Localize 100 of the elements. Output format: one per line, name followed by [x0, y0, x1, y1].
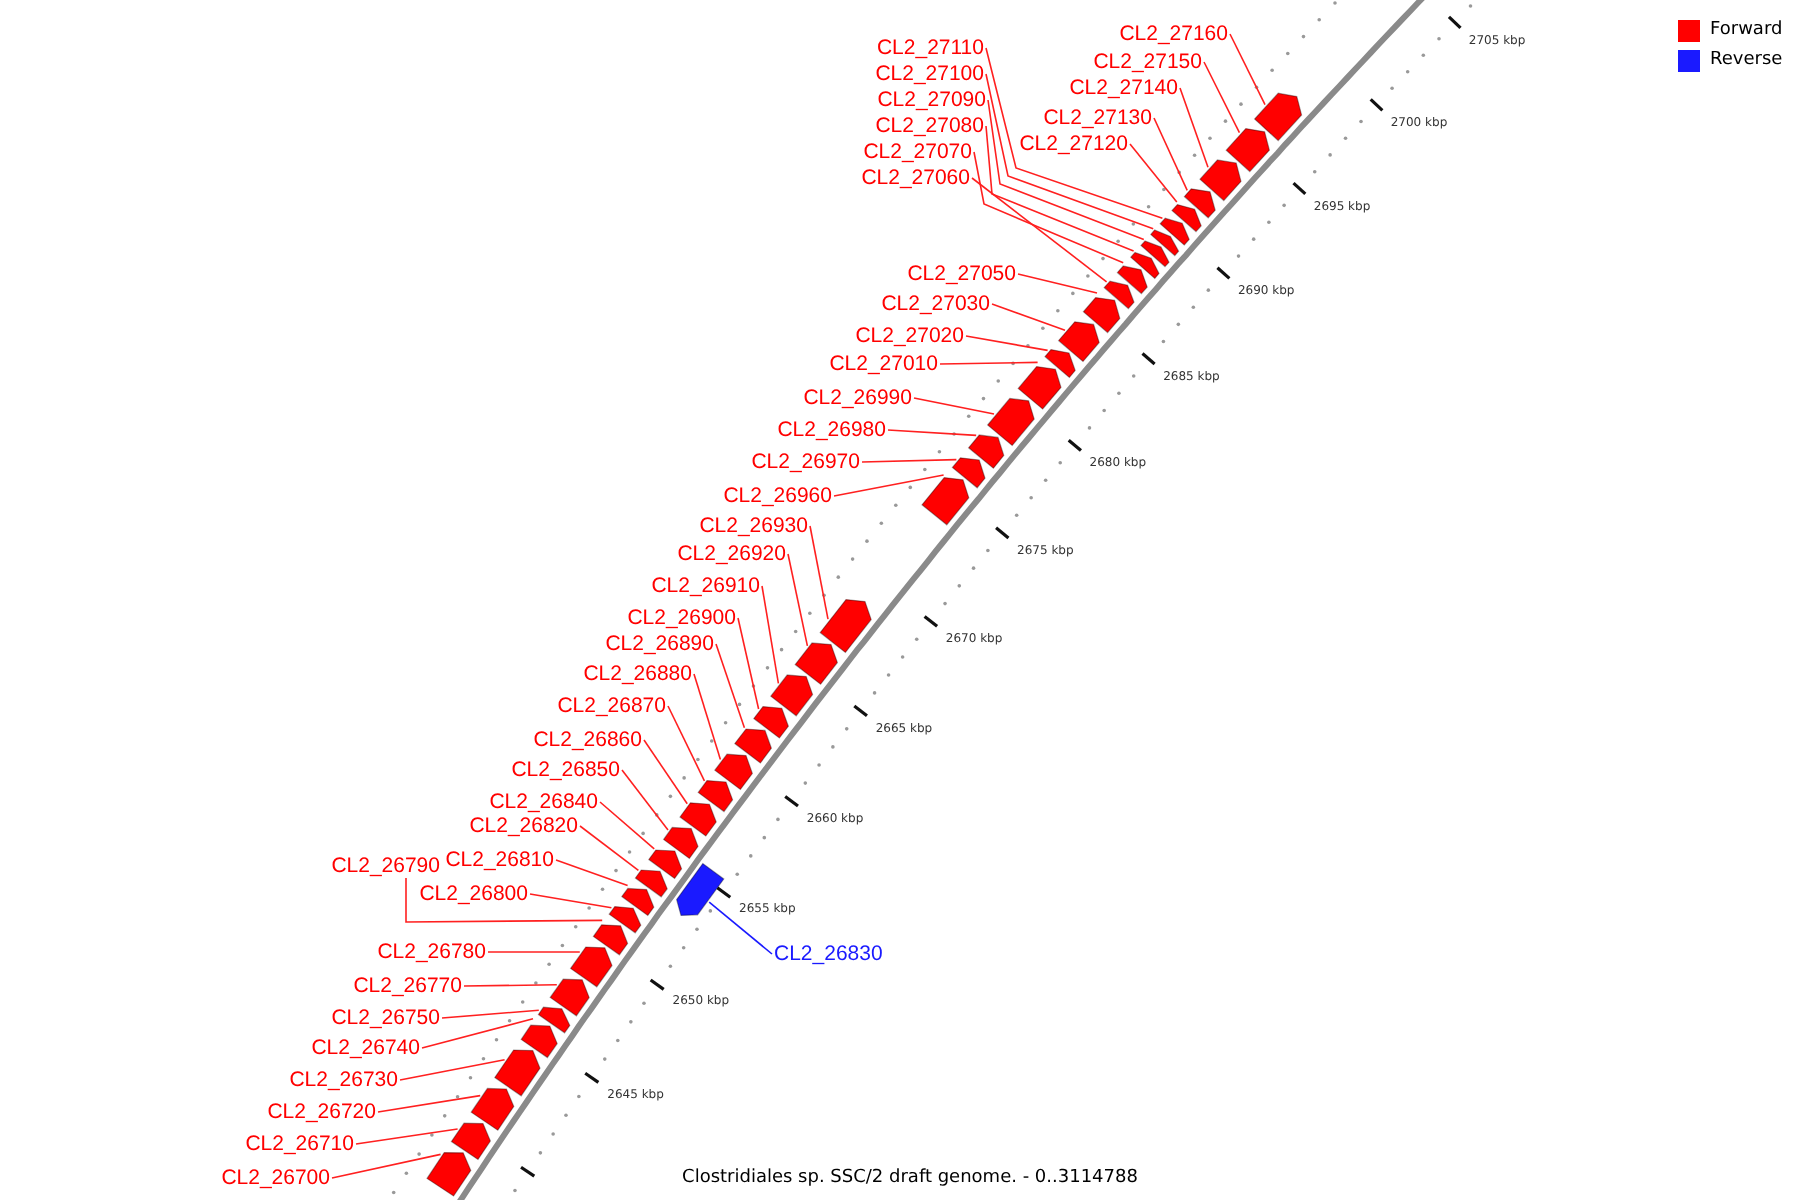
gene-block — [986, 397, 1035, 447]
gene-block — [470, 1087, 515, 1132]
leader-line — [787, 553, 809, 647]
gene-label: CL2_26880 — [583, 662, 692, 686]
gene-block — [537, 1006, 571, 1034]
gene-block — [647, 849, 683, 880]
gene-label: CL2_27090 — [877, 88, 986, 112]
leader-line — [1229, 33, 1266, 106]
gene-block — [1057, 321, 1100, 363]
leader-line — [1203, 61, 1241, 134]
gene-block — [752, 705, 790, 739]
gene-block — [569, 946, 613, 988]
gene-label: CL2_26750 — [331, 1006, 440, 1030]
caption: Clostridiales sp. SSC/2 draft genome. - 0..3114788 — [682, 1168, 1138, 1188]
gene-block — [592, 924, 629, 956]
gene-label: CL2_26780 — [377, 940, 486, 964]
gene-block — [1103, 280, 1135, 310]
gene-label: CL2_26900 — [627, 606, 736, 630]
gene-block — [608, 905, 642, 934]
gene-block — [426, 1152, 472, 1197]
gene-block — [1082, 296, 1121, 334]
gene-block — [549, 978, 590, 1017]
leader-line — [463, 984, 558, 987]
gene-label: CL2_26770 — [353, 974, 462, 998]
gene-block — [769, 674, 814, 717]
leader-line — [939, 361, 1039, 365]
gene-block — [733, 728, 773, 764]
leader-line — [667, 705, 706, 782]
gene-block — [662, 826, 699, 860]
gene-label: CL2_27020 — [855, 324, 964, 348]
legend-label: Forward — [1710, 20, 1783, 42]
gene-label: CL2_26960 — [723, 484, 832, 508]
gene-label: CL2_27160 — [1119, 22, 1228, 46]
leader-line — [405, 877, 603, 923]
gene-block — [967, 434, 1005, 470]
leader-line — [579, 825, 640, 872]
leader-line — [377, 1094, 481, 1113]
gene-block — [1044, 348, 1076, 379]
leader-line — [991, 303, 1066, 331]
gene-label: CL2_26720 — [267, 1100, 376, 1124]
leader-line — [331, 1153, 442, 1179]
gene-label: CL2_27120 — [1019, 132, 1128, 156]
leader-line — [487, 951, 581, 953]
gene-label: CL2_26890 — [605, 632, 714, 656]
gene-label: CL2_27080 — [875, 114, 984, 138]
leader-line — [693, 673, 722, 761]
gene-label: CL2_26790 — [331, 854, 440, 878]
leader-line — [599, 801, 655, 850]
gene-block — [1129, 251, 1160, 280]
gene-label: CL2_27110 — [876, 36, 984, 60]
leader-line — [1153, 117, 1188, 192]
gene-block — [620, 887, 655, 917]
gene-block — [634, 869, 668, 898]
gene-block — [1225, 127, 1271, 173]
gene-block — [450, 1122, 492, 1161]
gene-block — [713, 753, 754, 791]
gene-label: CL2_26710 — [245, 1132, 354, 1156]
leader-line — [973, 151, 1124, 264]
gene-label: CL2_26970 — [751, 450, 860, 474]
gene-block — [493, 1049, 541, 1097]
leader-line — [985, 125, 1135, 252]
gene-label: CL2_26980 — [777, 418, 886, 442]
gene-block — [1253, 92, 1303, 142]
gene-block — [675, 862, 725, 916]
gene-label: CL2_26730 — [289, 1068, 398, 1092]
gene-label: CL2_26990 — [803, 386, 912, 410]
gene-block — [1159, 217, 1190, 246]
leader-line — [861, 458, 958, 463]
gene-block — [951, 457, 986, 489]
gene-label: CL2_26840 — [489, 790, 598, 814]
leader-line — [529, 893, 613, 909]
gene-label: CL2_26920 — [677, 542, 786, 566]
leader-line — [355, 1128, 459, 1145]
leader-line — [621, 769, 669, 831]
gene-label: CL2_27100 — [875, 62, 984, 86]
leader-line — [399, 1059, 506, 1081]
gene-block — [1149, 229, 1180, 257]
gene-block — [1183, 188, 1216, 219]
gene-label: CL2_26800 — [419, 882, 528, 906]
leader-line — [441, 1009, 540, 1019]
gene-label: CL2_27050 — [907, 262, 1016, 286]
gene-label: CL2_26740 — [311, 1036, 420, 1060]
leader-line — [715, 643, 746, 729]
gene-block — [520, 1024, 558, 1059]
leader-line — [887, 429, 977, 437]
leader-line — [965, 335, 1049, 352]
leader-line — [1129, 143, 1178, 203]
gene-block — [921, 476, 970, 526]
gene-label: CL2_27010 — [829, 352, 938, 376]
leader-line — [643, 739, 688, 805]
leader-line — [421, 1018, 534, 1049]
legend-label: Reverse — [1710, 50, 1783, 72]
gene-label: CL2_26830 — [774, 942, 883, 966]
gene-label: CL2_27140 — [1069, 76, 1178, 100]
leader-line — [913, 397, 995, 415]
leader-line — [555, 859, 629, 887]
gene-label: CL2_27070 — [863, 140, 972, 164]
leader-line — [985, 47, 1164, 219]
gene-block — [1199, 159, 1242, 202]
gene-block — [794, 642, 839, 686]
